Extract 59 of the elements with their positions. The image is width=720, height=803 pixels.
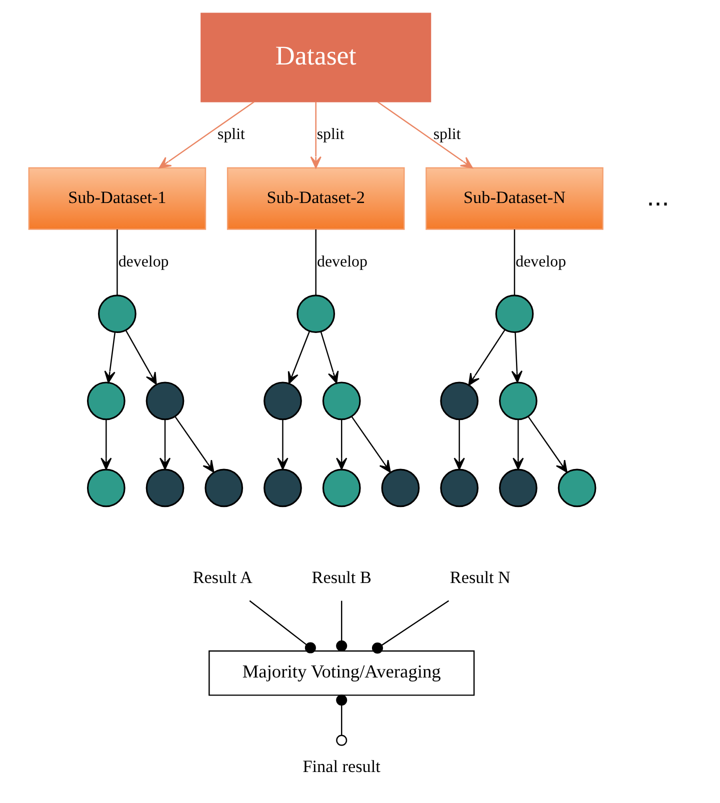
connector [315,229,316,296]
node-box: Sub-Dataset-N [426,167,604,230]
arrow [351,416,391,473]
connector [336,600,348,652]
node-circle [440,382,479,420]
arrow [511,332,523,383]
node-circle [98,294,136,334]
edge-label: split [218,126,245,143]
edge-label: develop [516,253,566,270]
edge-label: split [316,126,344,143]
arrow [174,416,214,473]
connector [116,229,118,296]
connector [372,600,450,654]
arrow [454,420,465,470]
arrow [104,332,116,384]
arrow [512,420,524,470]
node-text: Result B [312,568,372,588]
edge-label: develop [118,253,169,270]
connector [336,694,348,746]
arrow [468,329,506,386]
arrow [310,102,322,168]
node-circle [495,294,534,334]
node-circle [440,468,479,508]
edge-label: split [433,126,461,143]
arrow [277,420,288,470]
arrow [336,420,348,470]
node-circle [322,382,361,420]
arrow [100,420,112,470]
node-circle [146,468,184,508]
node-circle [499,382,538,420]
node-circle [86,382,126,420]
node-text: Final result [302,757,380,776]
node-box: Majority Voting/Averaging [208,650,475,696]
arrow [125,330,157,385]
node-circle [322,468,361,508]
node-text: Result A [192,568,252,588]
arrow [159,420,171,470]
arrow [320,332,339,384]
edge-label: develop [316,253,368,270]
node-circle [86,468,126,508]
node-circle [264,382,302,420]
node-circle [204,468,244,508]
arrow [158,101,254,168]
node-box: Sub-Dataset-2 [226,167,405,230]
node-text: Result N [450,568,510,588]
node-circle [381,468,420,508]
arrow [288,331,310,384]
node-box: Dataset [200,12,432,102]
connector [514,229,516,296]
arrow [377,101,473,168]
node-circle [558,468,596,508]
node-circle [264,468,302,508]
label: ... [646,181,670,212]
node-circle [146,382,184,420]
arrow [528,416,568,473]
connector [249,600,316,654]
node-circle [499,468,538,508]
node-box: Sub-Dataset-1 [28,167,206,230]
node-circle [296,294,336,334]
